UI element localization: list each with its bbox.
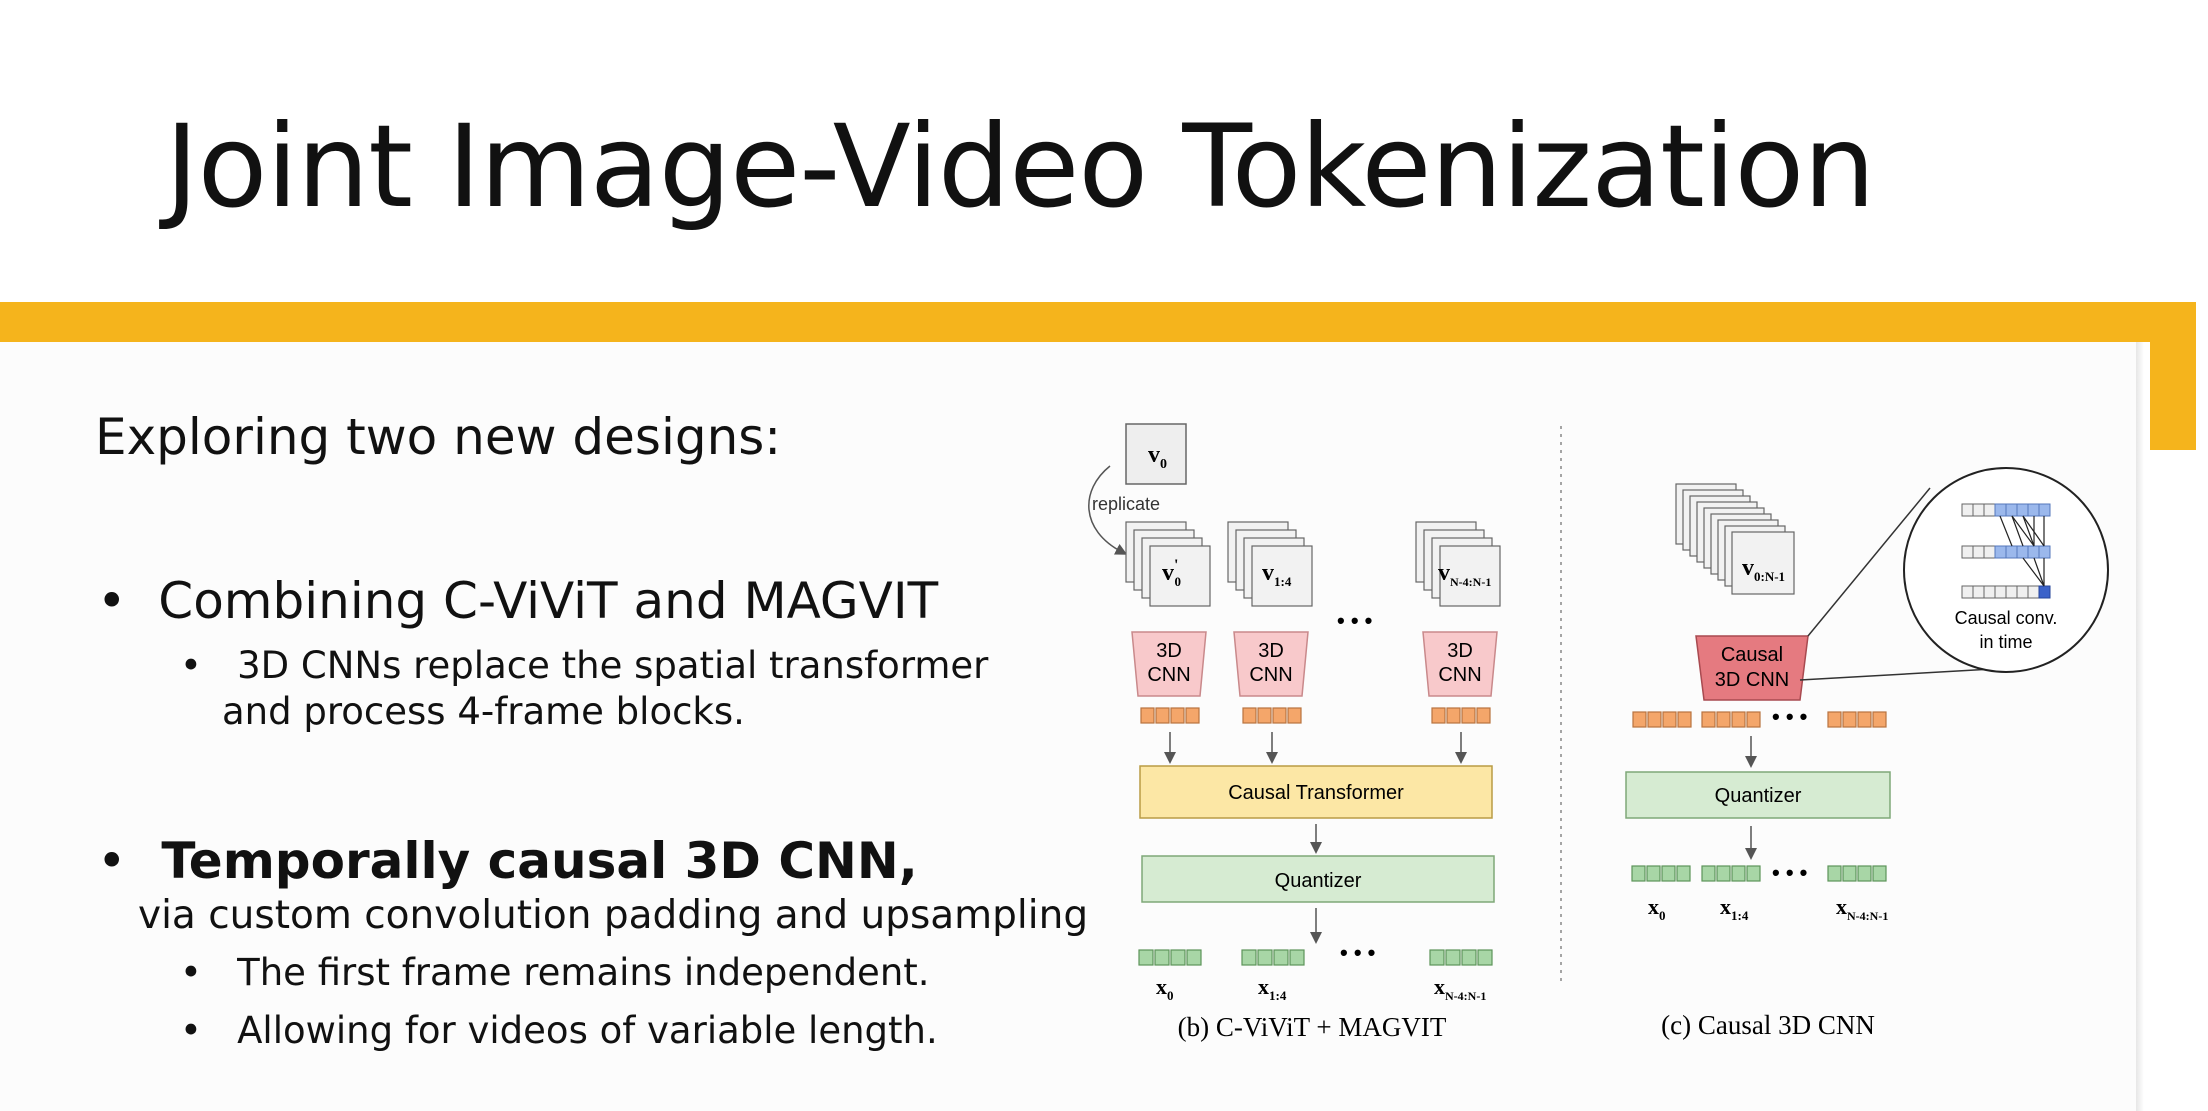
quantizer-box-b (1141, 855, 1495, 903)
tokens-green-b (1138, 949, 1493, 966)
bullet-1-sub-2: and process 4-frame blocks. (222, 690, 745, 733)
output-x0-b: x0 (1156, 974, 1174, 1003)
frame-stack-c-label: v0:N-1 (1742, 555, 1785, 584)
cnn-block-2: 3D CNN (1233, 631, 1309, 697)
frame-v0-label: v0 (1148, 442, 1167, 472)
frame-stack-c: v0:N-1 (1675, 483, 1795, 595)
sub-bullet-marker: • (180, 1009, 202, 1052)
causal-conv-zoom: Causal conv. in time (1903, 467, 2109, 673)
output-x14-b: x1:4 (1258, 974, 1287, 1003)
causal-transformer-label: Causal Transformer (1228, 782, 1404, 804)
frame-stack-2: v1:4 (1227, 521, 1313, 607)
svg-text:CNN: CNN (1147, 664, 1190, 686)
output-x0-c: x0 (1648, 894, 1666, 923)
caption-b: (b) C-ViViT + MAGVIT (1178, 1012, 1447, 1042)
svg-text:CNN: CNN (1249, 664, 1292, 686)
tokens-ellipsis-c-top: • • • (1772, 704, 1807, 729)
svg-text:Causal conv.: Causal conv. (1955, 608, 2058, 628)
intro-text: Exploring two new designs: (95, 408, 782, 466)
zoom-line-top (1807, 487, 1931, 637)
frames-ellipsis: • • • (1337, 608, 1372, 633)
frame-stack-3: vN-4:N-1 (1415, 521, 1501, 607)
frame-stack-1: v'0 (1125, 521, 1211, 607)
diagram-c: v0:N-1 Causal 3D CNN (1625, 467, 2109, 1040)
replicate-label: replicate (1092, 494, 1160, 514)
quantizer-label-c: Quantizer (1715, 785, 1802, 807)
bullet-2-sub-1-text: The first frame remains independent. (237, 951, 930, 994)
svg-text:CNN: CNN (1438, 664, 1481, 686)
tokens-green-c (1631, 865, 1887, 882)
panel-shadow (2136, 342, 2144, 1111)
bullet-1-sub-1-text: 3D CNNs replace the spatial transformer (237, 644, 989, 687)
sub-bullet-marker: • (180, 951, 202, 994)
tokens-orange-b (1140, 707, 1491, 724)
tokens-ellipsis-c: • • • (1772, 860, 1807, 885)
caption-c: (c) Causal 3D CNN (1661, 1010, 1875, 1040)
output-x14-c: x1:4 (1720, 894, 1749, 923)
tokens-ellipsis-b: • • • (1340, 940, 1375, 965)
frame-v0 (1125, 423, 1187, 485)
bullet-2-text: Temporally causal 3D CNN, (161, 832, 918, 890)
output-xn-b: xN-4:N-1 (1434, 974, 1486, 1003)
svg-text:in time: in time (1979, 632, 2032, 652)
cnn-block-3: 3D CNN (1422, 631, 1498, 697)
svg-text:3D: 3D (1447, 640, 1473, 662)
bullet-marker: • (97, 832, 127, 890)
svg-text:3D CNN: 3D CNN (1715, 669, 1789, 691)
diagram-b: v0 replicate v'0 v1:4 (1088, 423, 1501, 1042)
arrows-to-transformer (1164, 732, 1467, 764)
bullet-marker: • (97, 572, 127, 630)
bullet-2: • Temporally causal 3D CNN, (97, 832, 918, 890)
frame-stack-1-label: v'0 (1162, 557, 1181, 589)
replicate-arrow (1088, 465, 1128, 555)
quantizer-label-b: Quantizer (1275, 870, 1362, 892)
bullet-1: • Combining C-ViViT and MAGVIT (97, 572, 938, 630)
quantizer-box-c (1625, 771, 1891, 819)
svg-text:Causal: Causal (1721, 644, 1783, 666)
bullet-1-text: Combining C-ViViT and MAGVIT (158, 572, 939, 630)
frame-stack-3-label: vN-4:N-1 (1438, 560, 1491, 589)
bullet-2-line-2: via custom convolution padding and upsam… (138, 893, 1089, 938)
bullet-2-sub-2: • Allowing for videos of variable length… (180, 1009, 938, 1052)
causal-cnn-block: Causal 3D CNN (1695, 635, 1809, 701)
svg-text:3D: 3D (1156, 640, 1182, 662)
accent-bar-stub-right (2168, 302, 2196, 450)
causal-transformer-box (1139, 765, 1493, 819)
tokens-orange-c (1632, 711, 1887, 728)
zoom-line-bottom (1799, 667, 2011, 681)
output-xn-c: xN-4:N-1 (1836, 894, 1888, 923)
accent-bar (0, 302, 2150, 342)
bullet-1-sub-1: • 3D CNNs replace the spatial transforme… (180, 644, 988, 687)
bullet-2-sub-1: • The first frame remains independent. (180, 951, 930, 994)
bullet-2-sub-2-text: Allowing for videos of variable length. (237, 1009, 938, 1052)
svg-text:3D: 3D (1258, 640, 1284, 662)
cnn-block-1: 3D CNN (1131, 631, 1207, 697)
frame-stack-2-label: v1:4 (1262, 560, 1292, 589)
slide-title: Joint Image-Video Tokenization (165, 100, 1875, 233)
content-panel (0, 342, 2138, 1111)
sub-bullet-marker: • (180, 644, 202, 687)
